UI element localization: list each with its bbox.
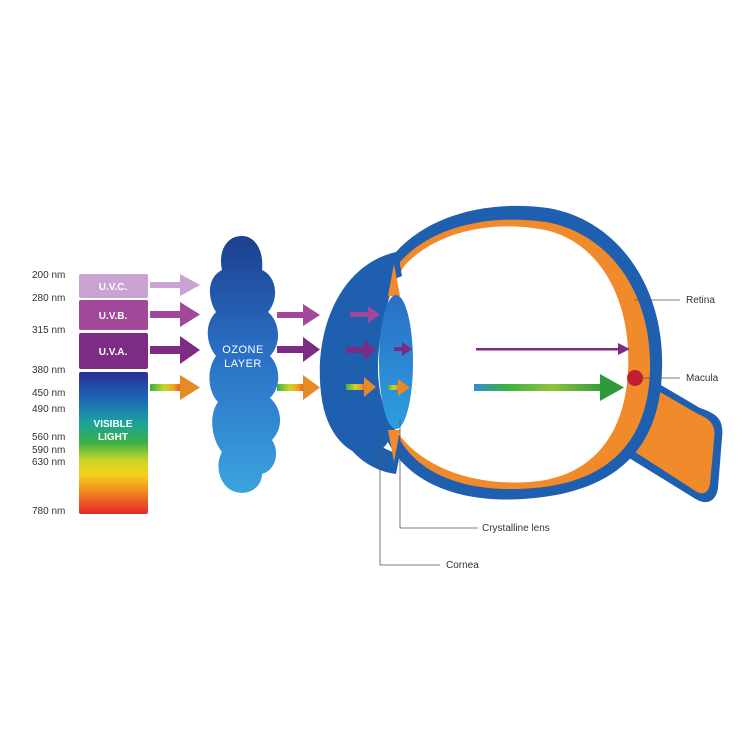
incoming-arrows xyxy=(150,274,200,400)
visible-label-line2: LIGHT xyxy=(98,432,128,443)
macula-label: Macula xyxy=(686,373,719,384)
wavelength-630: 630 nm xyxy=(32,457,65,468)
callout-leaders xyxy=(379,299,680,566)
cornea xyxy=(326,254,402,474)
retina-label: Retina xyxy=(686,295,715,306)
eye xyxy=(319,205,723,503)
uvb-band xyxy=(79,300,148,330)
cornea-label: Cornea xyxy=(446,560,479,571)
iris-top xyxy=(388,264,400,296)
uvc-label: U.V.C. xyxy=(99,282,128,293)
wavelength-200: 200 nm xyxy=(32,270,65,281)
wavelength-450: 450 nm xyxy=(32,388,65,399)
wavelength-490: 490 nm xyxy=(32,404,65,415)
vitreous xyxy=(378,226,629,483)
uva-band xyxy=(79,333,148,369)
ozone-label-line2: LAYER xyxy=(224,358,262,370)
uva-label: U.V.A. xyxy=(99,347,128,358)
cornea-leader xyxy=(379,440,440,566)
crystalline-lens-label: Crystalline lens xyxy=(482,523,550,534)
macula xyxy=(627,370,643,386)
uvb-arrow xyxy=(150,302,200,327)
callout-labels: Retina Macula Crystalline lens Cornea xyxy=(446,295,719,571)
uvc-band xyxy=(79,274,148,298)
uva-ray-to-retina xyxy=(476,343,630,355)
cornea-arrows xyxy=(346,306,380,397)
wavelength-280: 280 nm xyxy=(32,293,65,304)
visible-transmitted-arrow xyxy=(277,375,320,400)
visible-arrow xyxy=(150,375,200,400)
visible-label-line1: VISIBLE xyxy=(94,419,133,430)
uvc-arrow xyxy=(150,274,200,296)
visible-ray-to-macula xyxy=(474,374,624,401)
crystalline-lens xyxy=(379,295,413,429)
uvb-label: U.V.B. xyxy=(99,311,128,322)
wavelength-590: 590 nm xyxy=(32,445,65,456)
wavelength-380: 380 nm xyxy=(32,365,65,376)
visible-light-band xyxy=(79,372,148,514)
wavelength-315: 315 nm xyxy=(32,325,65,336)
wavelength-560: 560 nm xyxy=(32,432,65,443)
spectrum-bands: U.V.C. U.V.B. U.V.A. VISIBLE LIGHT xyxy=(79,274,148,514)
wavelength-780: 780 nm xyxy=(32,506,65,517)
ozone-cloud: OZONE LAYER xyxy=(207,236,281,493)
iris-bottom xyxy=(388,430,400,462)
lens-arrows xyxy=(388,342,412,396)
lens-leader xyxy=(399,420,478,529)
uva-transmitted-arrow xyxy=(277,337,320,362)
uva-arrow xyxy=(150,336,200,364)
uvb-transmitted-arrow xyxy=(277,304,320,326)
ozone-label-line1: OZONE xyxy=(222,344,264,356)
wavelength-scale: 200 nm 280 nm 315 nm 380 nm 450 nm 490 n… xyxy=(32,270,65,517)
transmitted-arrows xyxy=(277,304,320,400)
